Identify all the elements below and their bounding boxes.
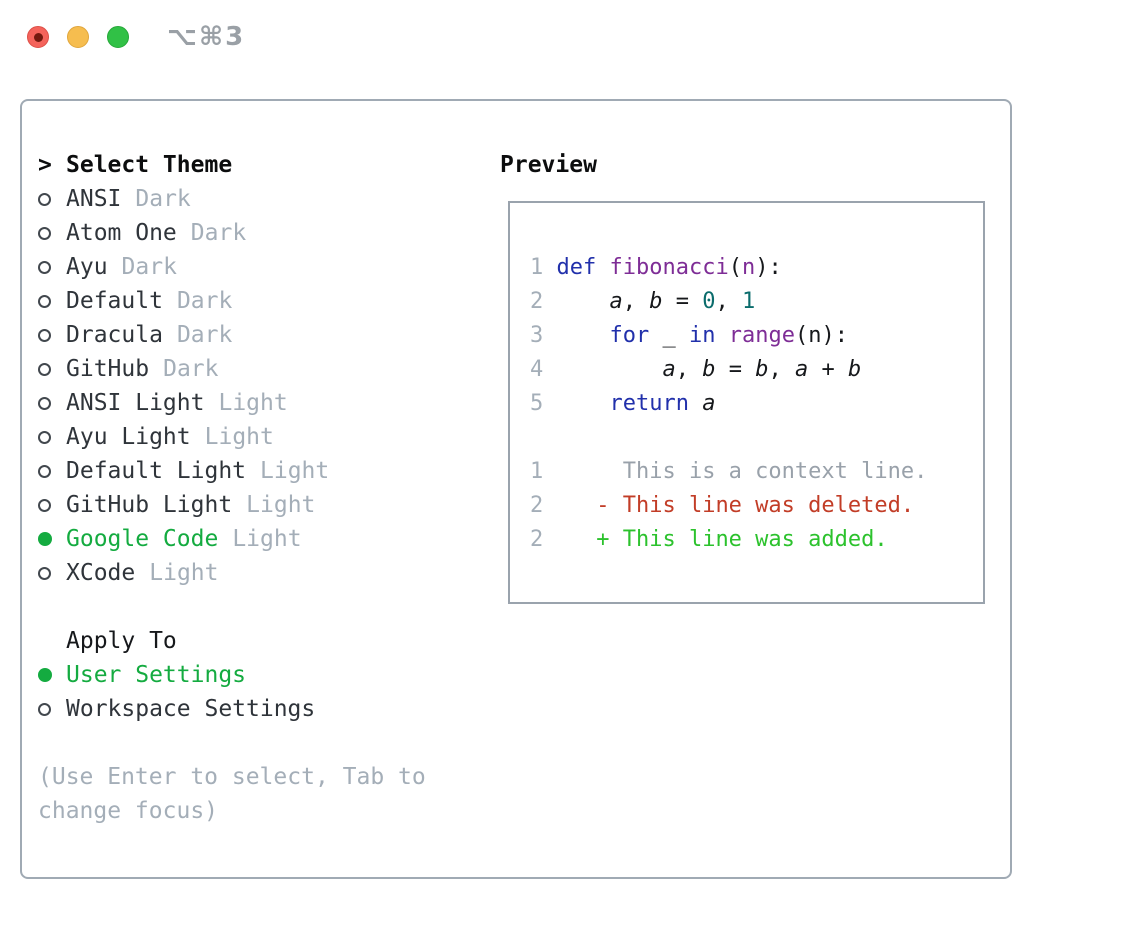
radio-unselected-icon — [38, 294, 51, 308]
preview-label: Preview — [500, 152, 597, 178]
radio-unselected-icon — [38, 226, 51, 240]
theme-option-google-code-light[interactable]: Google Code Light — [38, 522, 329, 556]
option-name: Workspace Settings — [66, 696, 316, 722]
theme-list: ANSI Dark Atom One Dark Ayu Dark Default… — [38, 182, 329, 590]
theme-name: Default — [66, 288, 163, 314]
radio-selected-icon — [38, 532, 52, 546]
theme-picker-panel: > Select Theme ANSI Dark Atom One Dark A… — [20, 99, 1012, 879]
theme-variant: Dark — [163, 356, 219, 382]
window-shortcut-label: ⌥⌘3 — [167, 22, 246, 52]
radio-unselected-icon — [38, 498, 51, 512]
zoom-button[interactable] — [107, 26, 129, 48]
theme-option-dracula-dark[interactable]: Dracula Dark — [38, 318, 329, 352]
theme-option-default-dark[interactable]: Default Dark — [38, 284, 329, 318]
edited-indicator-dot — [33, 32, 43, 42]
theme-option-atom-one-dark[interactable]: Atom One Dark — [38, 216, 329, 250]
preview-code-line — [530, 421, 983, 455]
preview-code-line: 2 - This line was deleted. — [530, 493, 915, 518]
theme-option-github-light-light[interactable]: GitHub Light Light — [38, 488, 329, 522]
hint-text: (Use Enter to select, Tab to change focu… — [38, 760, 426, 828]
theme-name: GitHub Light — [66, 492, 233, 518]
cursor-icon: > — [38, 152, 52, 178]
theme-variant: Light — [232, 526, 302, 552]
close-button[interactable] — [27, 26, 49, 48]
radio-unselected-icon — [38, 702, 51, 716]
apply-option-user-settings[interactable]: User Settings — [38, 658, 315, 692]
theme-option-github-dark[interactable]: GitHub Dark — [38, 352, 329, 386]
theme-option-ayu-dark[interactable]: Ayu Dark — [38, 250, 329, 284]
theme-option-ansi-light-light[interactable]: ANSI Light Light — [38, 386, 329, 420]
theme-option-default-light-light[interactable]: Default Light Light — [38, 454, 329, 488]
preview-code-line: 2 + This line was added. — [530, 527, 888, 552]
theme-name: ANSI Light — [66, 390, 205, 416]
theme-list-section: > Select Theme ANSI Dark Atom One Dark A… — [38, 148, 329, 590]
theme-variant: Light — [204, 424, 274, 450]
select-theme-label: Select Theme — [66, 152, 233, 178]
apply-to-label: Apply To — [66, 628, 177, 654]
radio-unselected-icon — [38, 430, 51, 444]
apply-to-list: User Settings Workspace Settings — [38, 658, 315, 726]
radio-unselected-icon — [38, 192, 51, 206]
traffic-lights — [27, 26, 129, 48]
theme-option-ansi-dark[interactable]: ANSI Dark — [38, 182, 329, 216]
theme-option-xcode-light[interactable]: XCode Light — [38, 556, 329, 590]
preview-code-line: 1 This is a context line. — [530, 459, 928, 484]
preview-box: 1 def fibonacci(n): 2 a, b = 0, 1 3 for _ … — [508, 201, 985, 604]
hint-line-1: (Use Enter to select, Tab to — [38, 764, 426, 790]
radio-unselected-icon — [38, 566, 51, 580]
theme-variant: Light — [246, 492, 316, 518]
theme-variant: Light — [218, 390, 288, 416]
apply-option-workspace-settings[interactable]: Workspace Settings — [38, 692, 315, 726]
radio-unselected-icon — [38, 396, 51, 410]
option-name: User Settings — [66, 662, 247, 688]
radio-unselected-icon — [38, 328, 51, 342]
theme-variant: Dark — [135, 186, 191, 212]
theme-variant: Light — [149, 560, 219, 586]
preview-code-line: 5 return a — [530, 391, 716, 416]
theme-name: Google Code — [66, 526, 219, 552]
hint-line-2: change focus) — [38, 798, 219, 824]
minimize-button[interactable] — [67, 26, 89, 48]
theme-name: Atom One — [66, 220, 177, 246]
theme-variant: Dark — [176, 322, 233, 348]
theme-variant: Dark — [190, 220, 247, 246]
theme-name: Default Light — [66, 458, 247, 484]
theme-name: Ayu Light — [66, 424, 191, 450]
preview-code-line: 2 a, b = 0, 1 — [530, 289, 756, 314]
radio-selected-icon — [38, 668, 52, 682]
apply-to-section: Apply To User Settings Workspace Setting… — [38, 624, 315, 726]
radio-unselected-icon — [38, 260, 51, 274]
preview-code-line: 3 for _ in range(n): — [530, 323, 848, 348]
theme-name: ANSI — [66, 186, 122, 212]
theme-variant: Light — [260, 458, 330, 484]
preview-code-line: 4 a, b = b, a + b — [530, 357, 862, 382]
radio-unselected-icon — [38, 464, 51, 478]
theme-name: Ayu — [66, 254, 108, 280]
preview-code-line: 1 def fibonacci(n): — [530, 255, 782, 280]
theme-option-ayu-light-light[interactable]: Ayu Light Light — [38, 420, 329, 454]
theme-name: XCode — [66, 560, 136, 586]
theme-variant: Dark — [121, 254, 177, 280]
theme-name: Dracula — [66, 322, 163, 348]
select-theme-header: > Select Theme — [38, 148, 329, 182]
apply-to-header: Apply To — [38, 624, 315, 658]
preview-code: 1 def fibonacci(n): 2 a, b = 0, 1 3 for _ … — [510, 203, 983, 557]
theme-variant: Dark — [176, 288, 233, 314]
selection-cursor-gutter: > — [38, 152, 66, 178]
radio-unselected-icon — [38, 362, 51, 376]
theme-name: GitHub — [66, 356, 150, 382]
